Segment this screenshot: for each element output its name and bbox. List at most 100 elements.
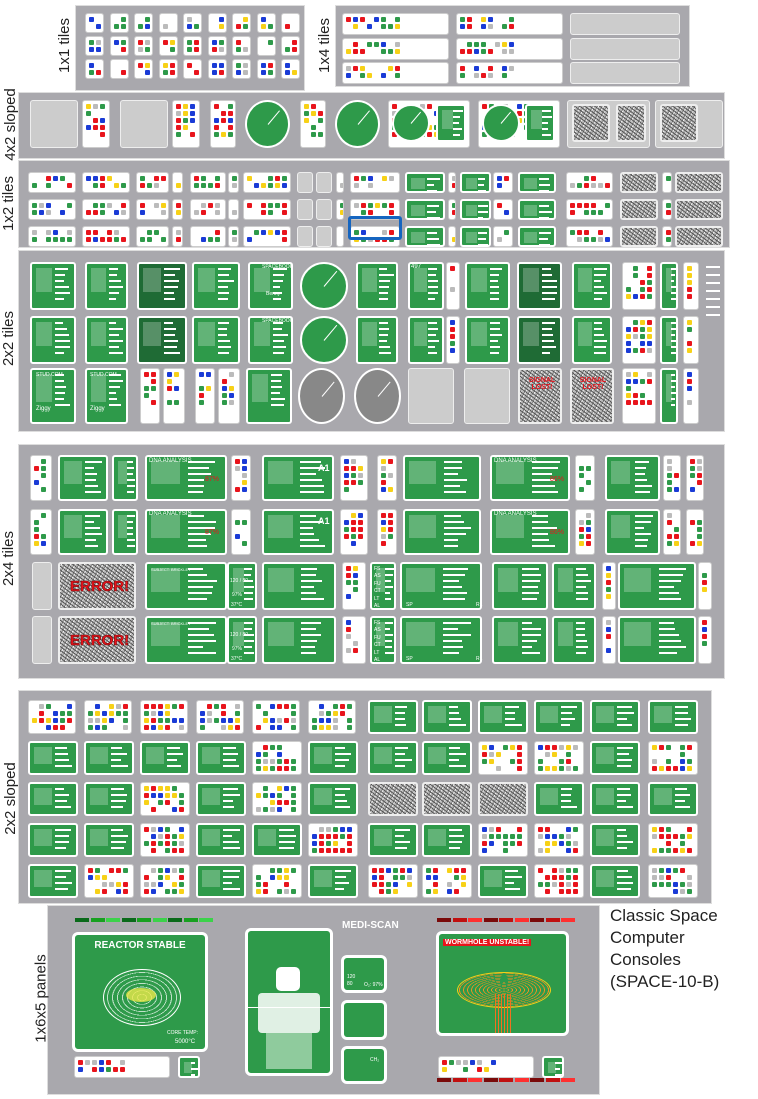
- indicator-light: [270, 807, 275, 812]
- indicator-light: [41, 487, 46, 492]
- text-line: [188, 574, 207, 576]
- indicator-light: [579, 541, 584, 546]
- indicator-light: [235, 459, 240, 464]
- button-tile: [622, 368, 656, 424]
- indicator-light: [504, 210, 509, 215]
- indicator-light: [697, 459, 702, 464]
- indicator-light: [395, 48, 400, 54]
- indicator-light: [214, 132, 219, 137]
- button-tile: [172, 199, 183, 220]
- text-line: [395, 835, 405, 837]
- button-tile: [190, 172, 226, 193]
- core-temp-label: CORE TEMP:: [167, 1030, 199, 1036]
- indicator-light: [144, 718, 149, 723]
- text-line: [594, 298, 603, 300]
- indicator-light: [277, 807, 282, 812]
- text-line: [443, 634, 471, 636]
- text-line: [395, 829, 410, 831]
- indicator-light: [235, 704, 240, 709]
- indicator-light: [351, 520, 356, 525]
- indicator-light: [158, 786, 163, 791]
- indicator-light: [450, 334, 455, 339]
- green-screen-tile: [58, 509, 108, 555]
- text-line: [489, 334, 503, 336]
- text-line: [300, 491, 324, 493]
- indicator-light: [123, 725, 128, 730]
- text-line: [111, 765, 128, 767]
- screen-graphic: [496, 461, 524, 484]
- subject-label-2: SUBJECT: BRICKLEY: [151, 621, 191, 626]
- indicator-light: [291, 711, 296, 716]
- indicator-light: [53, 230, 58, 235]
- indicator-light: [381, 480, 386, 485]
- indicator-light: [256, 882, 261, 887]
- text-line: [542, 122, 548, 124]
- indicator-light: [351, 480, 356, 485]
- indicator-light: [687, 759, 692, 764]
- indicator-light: [552, 875, 557, 880]
- indicator-light: [510, 759, 515, 764]
- text-line: [555, 1062, 562, 1064]
- text-line: [223, 806, 235, 808]
- text-line: [443, 622, 472, 624]
- button-tile: [74, 1056, 170, 1078]
- indicator-light: [260, 24, 266, 29]
- indicator-light: [353, 573, 358, 578]
- indicator-light: [680, 752, 685, 757]
- text-line: [671, 386, 676, 388]
- indicator-light: [388, 459, 393, 464]
- indicator-light: [586, 513, 591, 518]
- indicator-light: [151, 807, 156, 812]
- indicator-light: [218, 63, 224, 68]
- text-line: [659, 586, 674, 588]
- text-line: [272, 346, 287, 348]
- indicator-light: [481, 41, 486, 47]
- indicator-light: [573, 745, 578, 750]
- subject-label-1: SUBJECT: BRICKLEY: [151, 567, 191, 572]
- button-tile: [478, 741, 528, 775]
- text-line: [489, 280, 498, 282]
- button-tile: [158, 13, 178, 33]
- indicator-light: [673, 834, 678, 839]
- text-line: [218, 298, 228, 300]
- button-tile: [683, 316, 699, 364]
- green-screen-tile: [368, 741, 418, 775]
- indicator-light: [60, 711, 65, 716]
- text-line: [634, 539, 648, 541]
- indicator-light: [626, 327, 631, 332]
- text-line: [443, 586, 462, 588]
- indicator-light: [392, 132, 397, 137]
- indicator-light: [395, 17, 400, 22]
- text-line: [55, 398, 65, 400]
- radar-sweep: [323, 325, 338, 341]
- indicator-light: [379, 868, 384, 873]
- indicator-light: [667, 534, 672, 539]
- indicator-light: [67, 718, 72, 723]
- text-line: [55, 268, 69, 270]
- red-indicator-dash: [437, 1078, 451, 1082]
- indicator-light: [566, 848, 571, 853]
- text-line: [85, 479, 96, 481]
- red-indicator-dash: [452, 1078, 467, 1082]
- indicator-light: [586, 534, 591, 539]
- button-tile: [340, 509, 368, 555]
- section-label-4x2-sloped: 4x2 sloped: [1, 88, 19, 161]
- button-tile: [281, 59, 300, 79]
- text-line: [271, 374, 283, 376]
- screen-graphic: [624, 568, 652, 592]
- indicator-light: [256, 766, 261, 771]
- screen-graphic: [91, 268, 107, 292]
- indicator-light: [228, 111, 233, 116]
- screen-graphic: [118, 515, 128, 538]
- indicator-light: [389, 176, 394, 181]
- text-line: [634, 515, 653, 517]
- green-screen-tile: [460, 199, 491, 220]
- text-line: [127, 545, 135, 547]
- green-screen-tile: [478, 864, 528, 898]
- screen-graphic: [233, 622, 244, 646]
- indicator-light: [41, 466, 46, 471]
- indicator-light: [123, 868, 128, 873]
- indicator-light: [489, 834, 494, 839]
- indicator-light: [165, 868, 170, 873]
- indicator-light: [379, 875, 384, 880]
